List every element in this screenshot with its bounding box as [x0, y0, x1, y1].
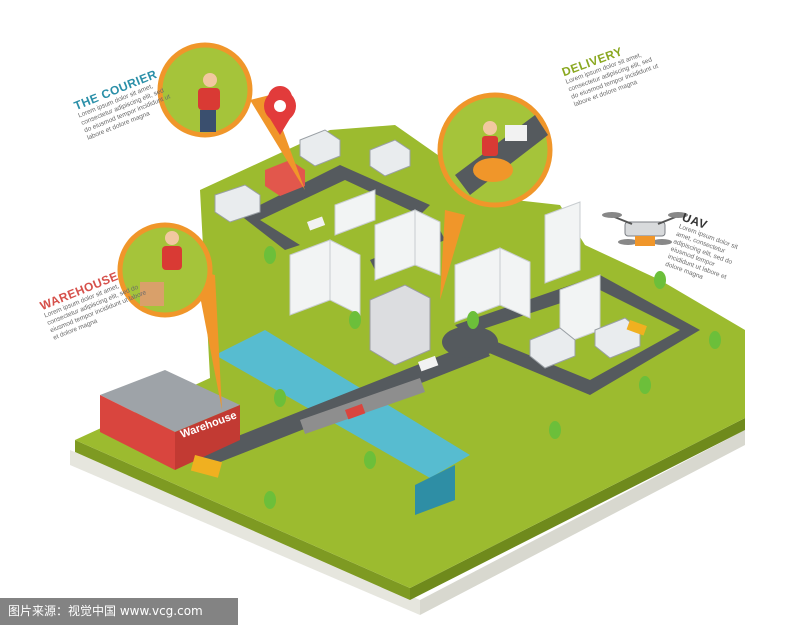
callout-delivery [437, 92, 553, 300]
drone-icon [602, 212, 688, 246]
callout-warehouse [117, 222, 222, 410]
callout-courier [157, 42, 305, 190]
warehouse-building: Warehouse [100, 370, 240, 478]
trees [264, 246, 721, 509]
buildings [214, 129, 641, 369]
location-pin-icon [264, 86, 296, 135]
watermark-text: 图片来源：视觉中国 www.vcg.com [0, 598, 238, 625]
cars [307, 216, 647, 420]
